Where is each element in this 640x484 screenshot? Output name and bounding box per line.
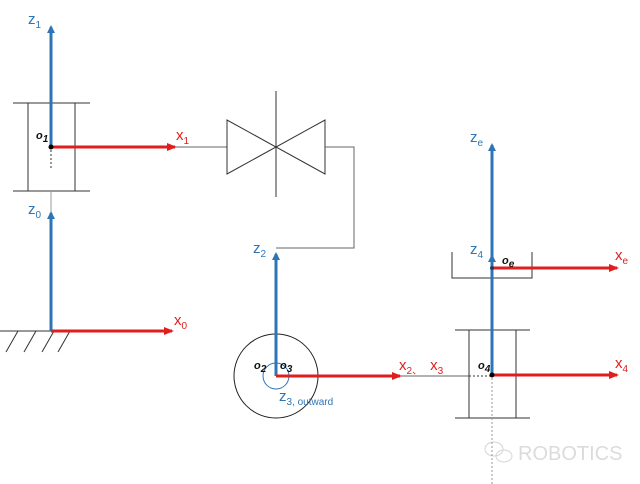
z4-arrowhead — [488, 254, 496, 262]
ground-base — [0, 330, 71, 353]
label-o4: o4 — [478, 360, 491, 375]
label-z0: z0 — [28, 201, 42, 221]
axes — [47, 25, 619, 380]
label-oe: oe — [502, 255, 515, 270]
watermark: ROBOTICS — [484, 441, 622, 465]
label-o3: o3 — [280, 360, 293, 375]
label-x0: x0 — [174, 312, 188, 332]
label-z2: z2 — [253, 240, 267, 260]
label-xe: xe — [615, 247, 629, 267]
label-x4: x4 — [615, 355, 629, 375]
label-z3-outward: z3, outward — [279, 388, 333, 408]
svg-text:ROBOTICS: ROBOTICS — [518, 443, 622, 465]
label-z4: z4 — [470, 241, 484, 261]
origin-dots — [48, 144, 495, 378]
label-z1: z1 — [28, 11, 42, 31]
label-ze: ze — [470, 129, 484, 149]
label-x2-x3: x2、x3 — [399, 357, 444, 377]
wechat-icon — [484, 441, 513, 463]
joint-2-revolute — [175, 91, 355, 249]
label-x1: x1 — [176, 127, 190, 147]
label-o2: o2 — [254, 360, 267, 375]
label-o1: o1 — [36, 130, 49, 145]
